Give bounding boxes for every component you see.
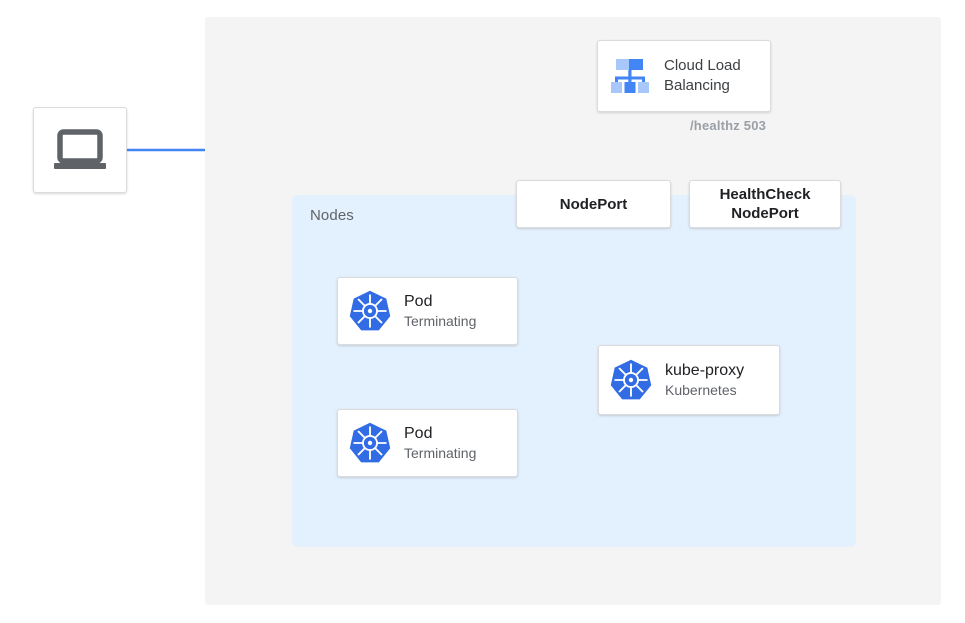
kubernetes-icon: [609, 358, 653, 402]
cloud-load-balancing-node[interactable]: Cloud Load Balancing: [597, 40, 771, 112]
kubernetes-icon: [348, 289, 392, 333]
kubernetes-icon: [348, 421, 392, 465]
pod-1-title: Pod: [404, 293, 433, 310]
pod-node-1[interactable]: Pod Terminating: [337, 277, 518, 345]
pod-1-status: Terminating: [404, 313, 477, 329]
healthcheck-nodeport-node[interactable]: HealthCheck NodePort: [689, 180, 841, 228]
clb-line2: Balancing: [664, 77, 730, 94]
nodeport-node[interactable]: NodePort: [516, 180, 671, 228]
laptop-icon: [52, 128, 108, 172]
kube-proxy-subtitle: Kubernetes: [665, 382, 737, 398]
cloud-load-balancing-icon: [608, 56, 654, 96]
nodes-group-label: Nodes: [310, 207, 354, 224]
nodeport-label: NodePort: [559, 195, 628, 213]
pod-node-2[interactable]: Pod Terminating: [337, 409, 518, 477]
healthcheck-line1: HealthCheck: [719, 186, 811, 203]
pod-2-labels: Pod Terminating: [404, 423, 476, 463]
kube-proxy-node[interactable]: kube-proxy Kubernetes: [598, 345, 780, 415]
clb-line1: Cloud Load: [664, 57, 741, 74]
pod-1-labels: Pod Terminating: [404, 291, 476, 331]
healthcheck-line2: NodePort: [731, 205, 799, 222]
cloud-load-balancing-label: Cloud Load Balancing: [664, 56, 741, 96]
client-node[interactable]: [33, 107, 127, 193]
healthz-edge-label: /healthz 503: [690, 118, 767, 133]
kube-proxy-labels: kube-proxy Kubernetes: [665, 360, 744, 400]
pod-2-title: Pod: [404, 425, 433, 442]
kube-proxy-title: kube-proxy: [665, 362, 745, 379]
pod-2-status: Terminating: [404, 445, 477, 461]
